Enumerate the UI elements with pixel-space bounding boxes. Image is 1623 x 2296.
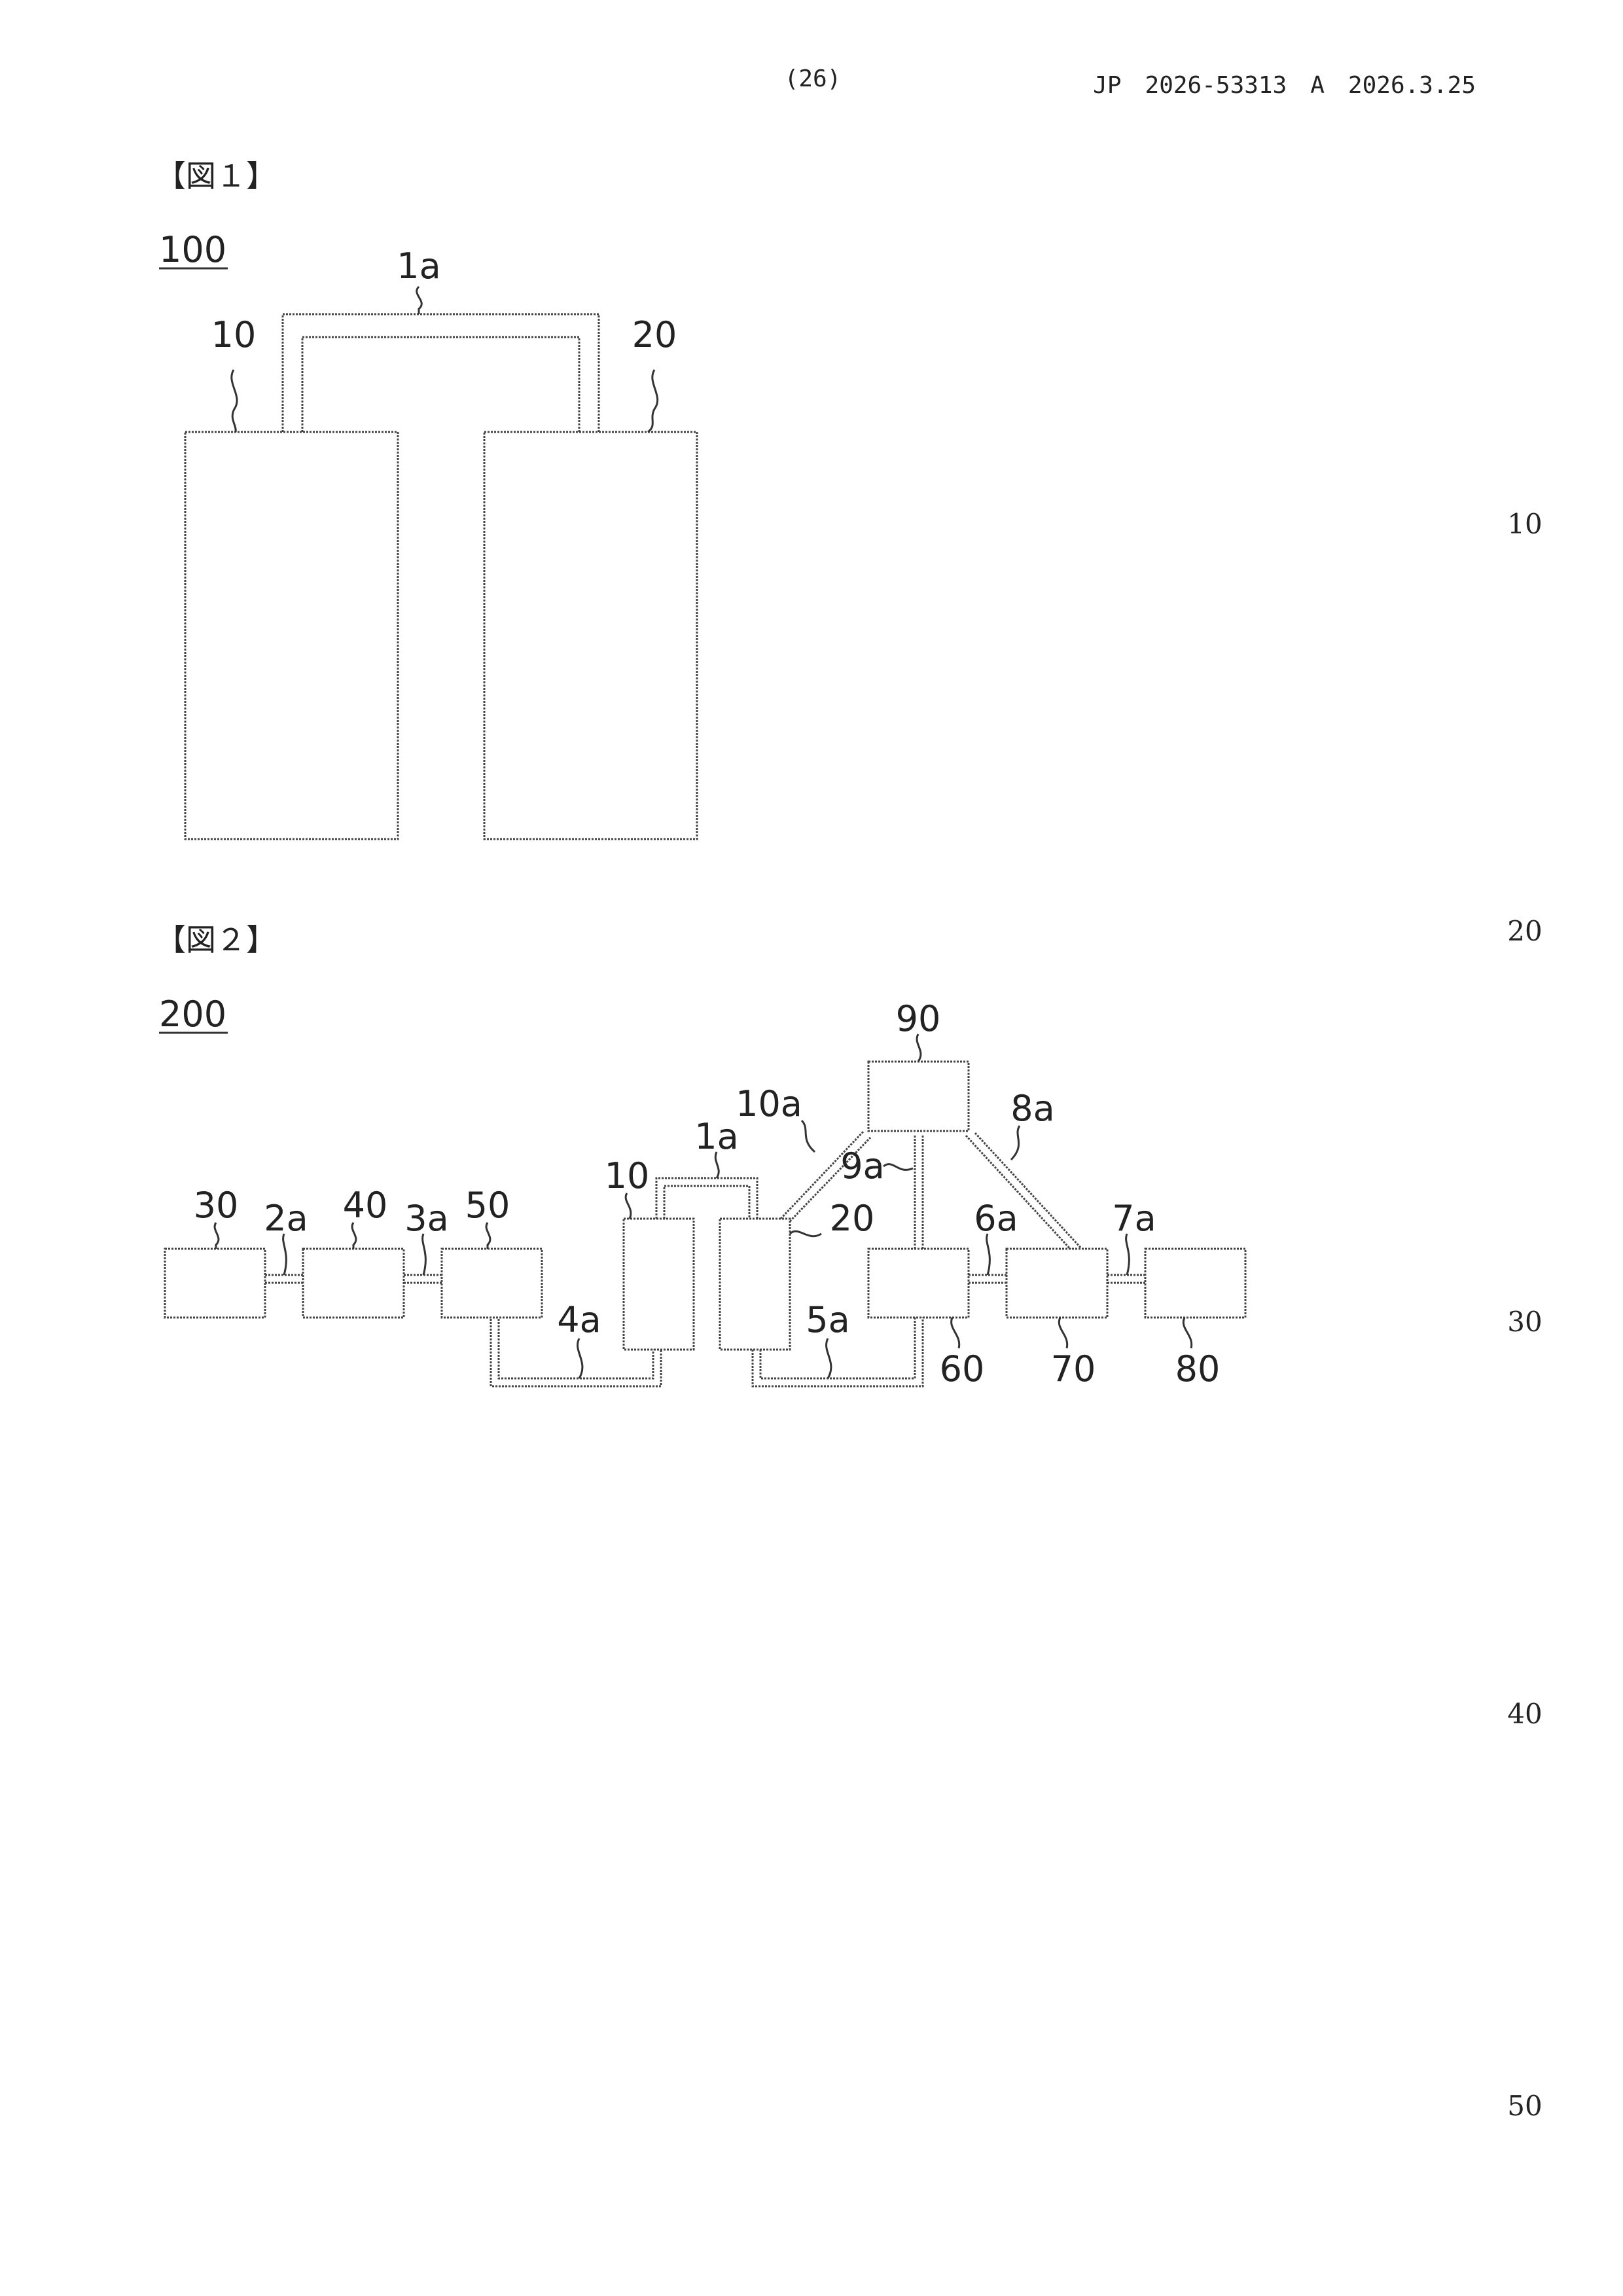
figure-1: 【図１】 100 1a 10 20: [156, 158, 697, 839]
figure-2-caption: 【図２】: [156, 922, 276, 958]
figure-1-caption: 【図１】: [156, 158, 276, 194]
unit-80: [1145, 1249, 1245, 1318]
leader-20: [648, 370, 658, 432]
label-1a: 1a: [694, 1116, 738, 1157]
leader-2a: [283, 1234, 287, 1275]
unit-20: [720, 1219, 790, 1350]
figure-2-ref: 200: [159, 994, 226, 1035]
line-number-10: 10: [1507, 508, 1542, 540]
label-3a: 3a: [404, 1198, 448, 1239]
leader-80: [1183, 1318, 1191, 1348]
unit-70: [1007, 1249, 1107, 1318]
leader-10: [626, 1193, 631, 1219]
unit-10: [624, 1219, 694, 1350]
labels: 30 2a 40 3a 50 10 1a 10a 90 9a 8a 20 6a …: [194, 998, 1221, 1390]
label-10: 10: [211, 314, 257, 355]
label-60: 60: [940, 1348, 985, 1390]
leader-20: [790, 1231, 821, 1236]
label-80: 80: [1175, 1348, 1221, 1390]
label-2a: 2a: [264, 1198, 308, 1239]
unit-60: [868, 1249, 969, 1318]
leader-70: [1059, 1318, 1067, 1348]
unit-30: [165, 1249, 265, 1318]
label-5a: 5a: [806, 1299, 849, 1340]
leader-30: [215, 1223, 219, 1249]
leader-8a: [1011, 1126, 1020, 1160]
unit-40: [303, 1249, 404, 1318]
leader-5a: [827, 1338, 831, 1378]
leader-50: [486, 1223, 490, 1249]
leader-40: [352, 1223, 356, 1249]
line-number-30: 30: [1507, 1306, 1542, 1338]
unit-50: [442, 1249, 542, 1318]
container-10: [185, 432, 398, 839]
pipe-1a-outer: [656, 1178, 757, 1219]
label-90: 90: [896, 998, 941, 1039]
label-4a: 4a: [557, 1299, 601, 1340]
leader-4a: [578, 1338, 582, 1378]
container-20: [484, 432, 697, 839]
leader-6a: [987, 1234, 990, 1275]
label-8a: 8a: [1010, 1088, 1054, 1129]
label-20: 20: [632, 314, 677, 355]
label-1a: 1a: [397, 245, 440, 287]
leader-9a: [883, 1164, 913, 1170]
label-7a: 7a: [1112, 1198, 1156, 1239]
leader-3a: [423, 1234, 426, 1275]
label-40: 40: [343, 1185, 388, 1226]
label-10: 10: [605, 1155, 650, 1196]
leader-10: [232, 370, 237, 432]
label-20: 20: [830, 1198, 875, 1239]
label-10a: 10a: [736, 1083, 802, 1124]
figure-1-ref: 100: [159, 229, 226, 270]
figure-2: 【図２】 200: [156, 922, 1245, 1390]
label-50: 50: [465, 1185, 510, 1226]
label-30: 30: [194, 1185, 239, 1226]
label-70: 70: [1051, 1348, 1096, 1390]
line-number-20: 20: [1507, 915, 1542, 947]
leader-60: [952, 1318, 959, 1348]
label-9a: 9a: [840, 1145, 884, 1187]
pipe-1a-inner: [302, 337, 579, 432]
label-6a: 6a: [974, 1198, 1018, 1239]
unit-90: [868, 1062, 969, 1131]
line-number-50: 50: [1507, 2090, 1542, 2122]
pipe-1a-inner: [664, 1186, 749, 1219]
leader-1a: [417, 287, 422, 314]
page-number: (26): [785, 65, 842, 92]
leader-10a: [802, 1121, 815, 1152]
line-number-40: 40: [1507, 1698, 1542, 1730]
units: [165, 1062, 1245, 1350]
pipe-1a-outer: [283, 314, 599, 432]
publication-info: JP 2026-53313 A 2026.3.25: [1093, 72, 1476, 99]
leader-7a: [1126, 1234, 1130, 1275]
